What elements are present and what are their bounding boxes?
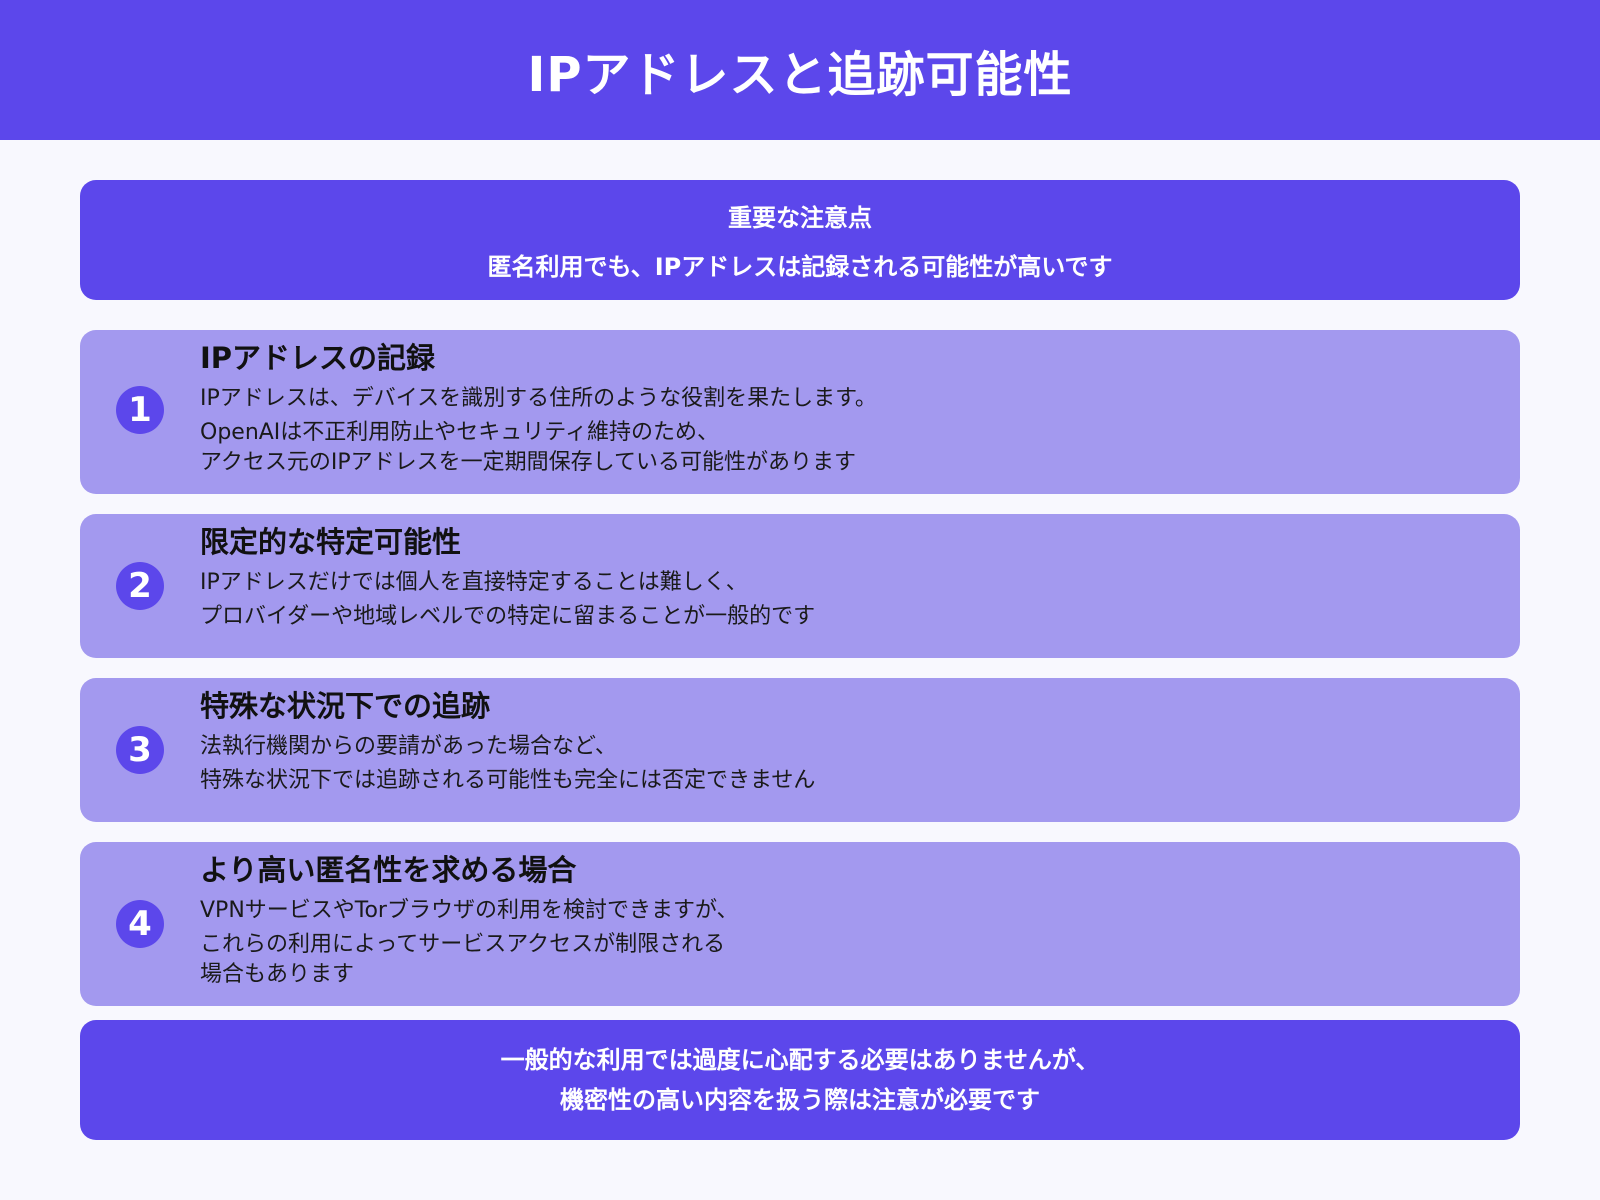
conclusion-banner: 一般的な利用では過度に心配する必要はありませんが、 機密性の高い内容を扱う際は注… — [80, 1020, 1520, 1140]
number-badge-1: 1 — [116, 386, 164, 434]
card-title: IPアドレスの記録 — [200, 341, 436, 375]
card-text-line: アクセス元のIPアドレスを一定期間保存している可能性があります — [200, 450, 856, 475]
card-text-line: VPNサービスやTorブラウザの利用を検討できますが、 — [200, 898, 739, 923]
card-text-line: OpenAIは不正利用防止やセキュリティ維持のため、 — [200, 420, 719, 445]
summary-banner: 重要な注意点 匿名利用でも、IPアドレスは記録される可能性が高いです — [80, 180, 1520, 300]
card-body: 特殊な状況下での追跡 法執行機関からの要請があった場合など、 特殊な状況下では追… — [200, 686, 1480, 798]
page-title: IPアドレスと追跡可能性 — [527, 47, 1073, 103]
summary-text: 匿名利用でも、IPアドレスは記録される可能性が高いです — [487, 253, 1113, 281]
card-text-line: プロバイダーや地域レベルでの特定に留まることが一般的です — [200, 604, 816, 629]
card-body: IPアドレスの記録 IPアドレスは、デバイスを識別する住所のような役割を果たしま… — [200, 338, 1480, 480]
conclusion-line: 機密性の高い内容を扱う際は注意が必要です — [560, 1086, 1040, 1114]
card-text-line: 法執行機関からの要請があった場合など、 — [200, 734, 617, 759]
card-text-line: IPアドレスは、デバイスを識別する住所のような役割を果たします。 — [200, 386, 877, 411]
card-text-line: これらの利用によってサービスアクセスが制限される — [200, 932, 726, 957]
card-body: 限定的な特定可能性 IPアドレスだけでは個人を直接特定することは難しく、 プロバ… — [200, 522, 1480, 634]
card-title: 限定的な特定可能性 — [200, 525, 462, 559]
card-text: IPアドレスだけでは個人を直接特定することは難しく、 プロバイダーや地域レベルで… — [200, 566, 1480, 634]
card-text-line: 場合もあります — [200, 962, 355, 987]
point-card-3: 3 特殊な状況下での追跡 法執行機関からの要請があった場合など、 特殊な状況下で… — [80, 678, 1520, 822]
summary-heading: 重要な注意点 — [728, 204, 872, 232]
card-title: 特殊な状況下での追跡 — [200, 689, 491, 723]
point-card-2: 2 限定的な特定可能性 IPアドレスだけでは個人を直接特定することは難しく、 プ… — [80, 514, 1520, 658]
card-body: より高い匿名性を求める場合 VPNサービスやTorブラウザの利用を検討できますが… — [200, 850, 1480, 992]
card-text-line: 特殊な状況下では追跡される可能性も完全には否定できません — [200, 768, 816, 793]
number-badge-4: 4 — [116, 900, 164, 948]
point-card-1: 1 IPアドレスの記録 IPアドレスは、デバイスを識別する住所のような役割を果た… — [80, 330, 1520, 494]
number-badge-2: 2 — [116, 562, 164, 610]
page-header: IPアドレスと追跡可能性 — [0, 0, 1600, 140]
card-text: IPアドレスは、デバイスを識別する住所のような役割を果たします。 OpenAIは… — [200, 382, 1480, 480]
card-text-line: IPアドレスだけでは個人を直接特定することは難しく、 — [200, 570, 748, 595]
number-badge-3: 3 — [116, 726, 164, 774]
card-title: より高い匿名性を求める場合 — [200, 853, 577, 887]
card-text: 法執行機関からの要請があった場合など、 特殊な状況下では追跡される可能性も完全に… — [200, 730, 1480, 798]
conclusion-line: 一般的な利用では過度に心配する必要はありませんが、 — [500, 1046, 1100, 1074]
card-text: VPNサービスやTorブラウザの利用を検討できますが、 これらの利用によってサー… — [200, 894, 1480, 992]
point-card-4: 4 より高い匿名性を求める場合 VPNサービスやTorブラウザの利用を検討できま… — [80, 842, 1520, 1006]
